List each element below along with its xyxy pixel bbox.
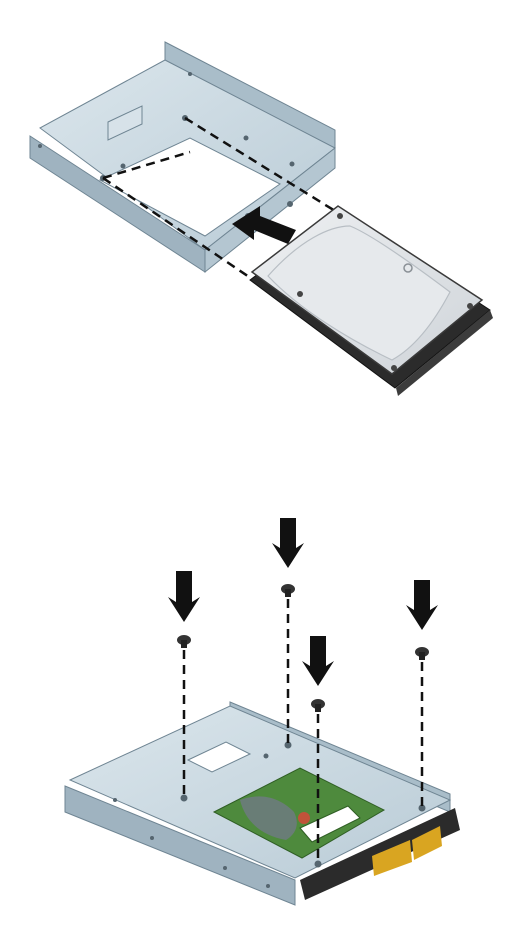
arrow-down-icon (272, 518, 304, 568)
screws (177, 584, 429, 712)
screw-icon (177, 635, 191, 648)
step-1-group (30, 42, 493, 396)
arrow-down-icon (302, 636, 334, 686)
arrow-down-icon (168, 571, 200, 622)
screw-icon (281, 584, 295, 597)
down-arrows (168, 518, 438, 686)
screw-icon (311, 699, 325, 712)
adapter-bracket-bottom (65, 702, 460, 905)
step-2-group (65, 518, 460, 905)
arrow-down-icon (406, 580, 438, 630)
screw-icon (415, 647, 429, 660)
